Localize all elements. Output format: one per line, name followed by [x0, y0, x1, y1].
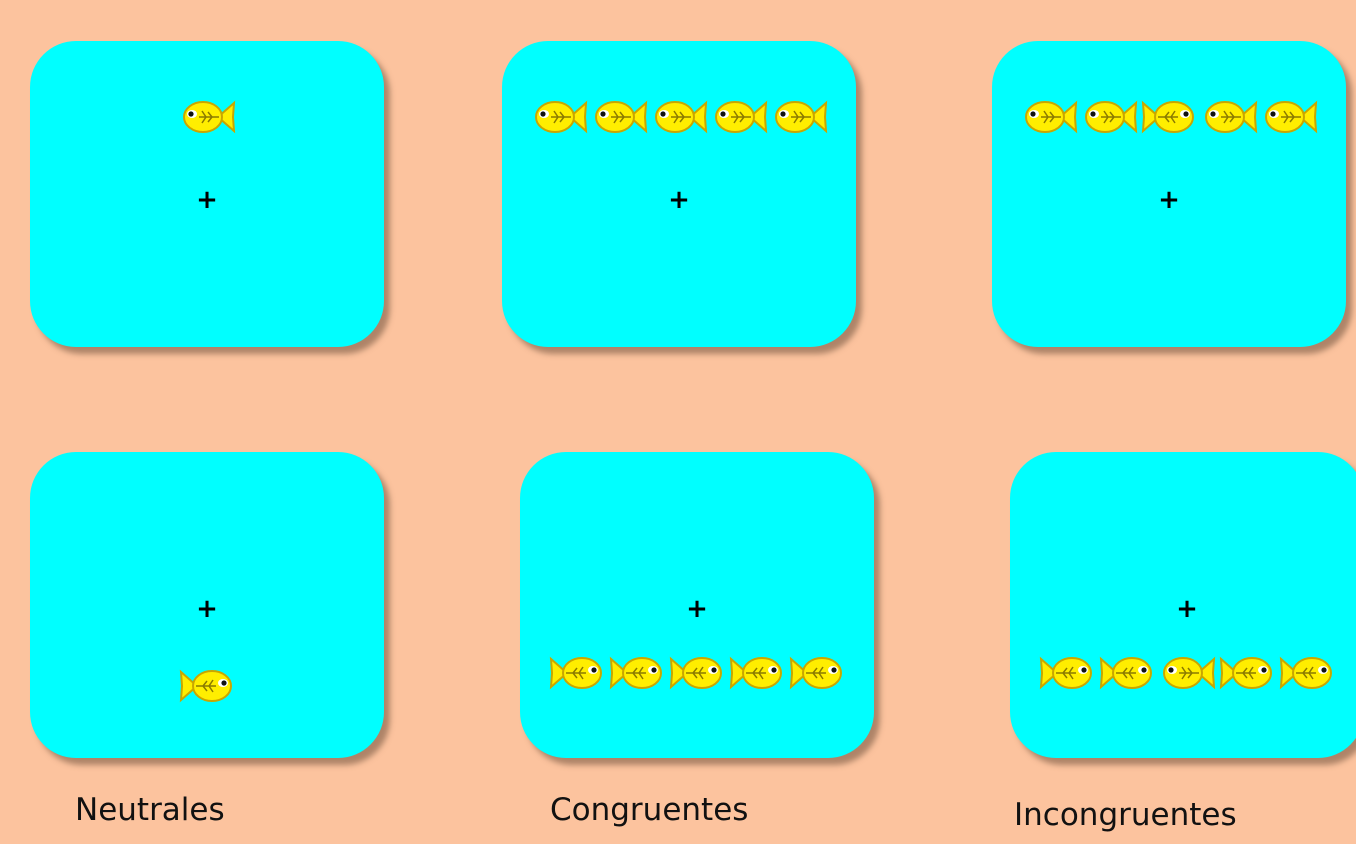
fish-right-icon [1219, 653, 1276, 693]
fixation-cross: + [1176, 594, 1198, 624]
fish-left-icon [1261, 97, 1318, 137]
fish-left-icon [711, 97, 768, 137]
fish-right-icon [609, 653, 666, 693]
fish-left-icon [531, 97, 588, 137]
fish-right-icon [789, 653, 846, 693]
fixation-cross: + [668, 185, 690, 215]
fish-right-icon [1279, 653, 1336, 693]
fish-row [1010, 653, 1356, 697]
trial-panel-neutral-up: + [30, 41, 384, 347]
fish-left-icon [591, 97, 648, 137]
fish-right-icon [1141, 97, 1198, 137]
fish-right-icon [1099, 653, 1156, 693]
fish-left-icon [1201, 97, 1258, 137]
fish-row [30, 666, 384, 710]
fish-row [30, 97, 384, 141]
caption-congruent: Congruentes [550, 792, 749, 828]
fish-left-icon [1081, 97, 1138, 137]
caption-incongruent: Incongruentes [1014, 797, 1237, 833]
trial-panel-incongruent-up: + [992, 41, 1346, 347]
fish-left-icon [771, 97, 828, 137]
fish-right-icon [549, 653, 606, 693]
fixation-cross: + [196, 594, 218, 624]
fixation-cross: + [196, 185, 218, 215]
fish-row [502, 97, 856, 141]
fish-left-icon [1021, 97, 1078, 137]
trial-panel-congruent-up: + [502, 41, 856, 347]
fixation-cross: + [686, 594, 708, 624]
trial-panel-incongruent-down: + [1010, 452, 1356, 758]
fixation-cross: + [1158, 185, 1180, 215]
caption-neutral: Neutrales [75, 792, 225, 828]
trial-panel-congruent-down: + [520, 452, 874, 758]
fish-left-icon [179, 97, 236, 137]
fish-right-icon [669, 653, 726, 693]
fish-right-icon [729, 653, 786, 693]
fish-row [520, 653, 874, 697]
fish-row [992, 97, 1346, 141]
fish-right-icon [179, 666, 236, 706]
fish-right-icon [1039, 653, 1096, 693]
trial-panel-neutral-down: + [30, 452, 384, 758]
fish-left-icon [651, 97, 708, 137]
fish-left-icon [1159, 653, 1216, 693]
